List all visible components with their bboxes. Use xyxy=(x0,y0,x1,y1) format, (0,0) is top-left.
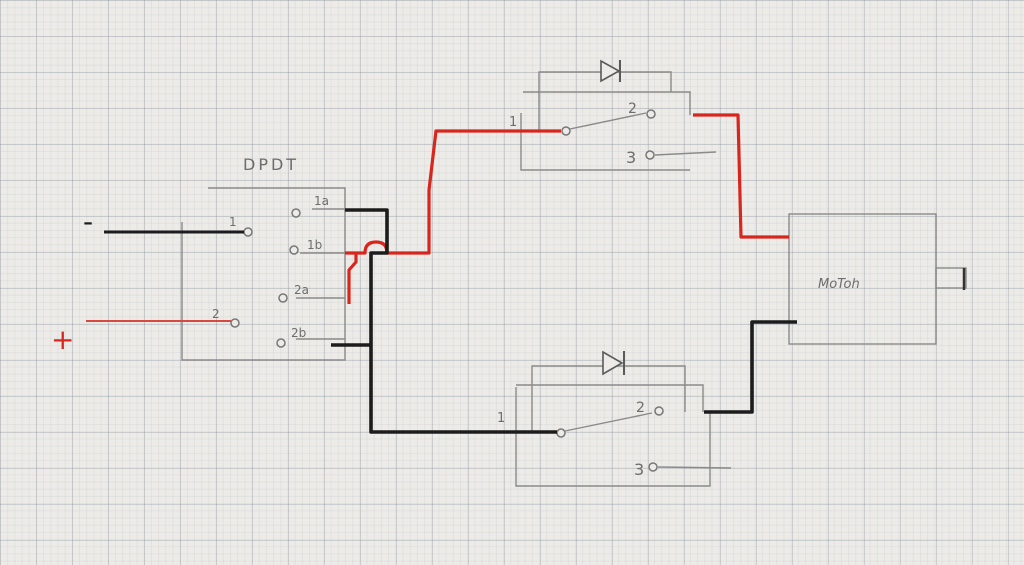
bottom-switch-pin-2-label: 2 xyxy=(636,400,645,416)
top-diode-icon xyxy=(600,59,621,83)
dpdt-1a-label: 1a xyxy=(314,194,329,208)
dpdt-input-1-terminal xyxy=(243,227,253,237)
bottom-switch-box xyxy=(515,387,711,487)
motor-shaft xyxy=(935,267,967,289)
top-switch-common-terminal xyxy=(561,126,571,136)
supply-leads: - + xyxy=(51,205,244,356)
top-switch-terminal-3-lead xyxy=(654,151,717,156)
dpdt-switch: DPDT 1 2 1a 1b 2a 2b xyxy=(181,155,346,361)
dpdt-2b-terminal xyxy=(276,338,286,348)
positive-symbol: + xyxy=(51,323,74,356)
motor: MoToh xyxy=(788,213,967,345)
motor-box xyxy=(788,213,937,345)
bottom-switch-terminal-2 xyxy=(654,406,664,416)
bottom-diode-bypass-upper xyxy=(531,365,686,433)
negative-symbol: - xyxy=(83,205,93,238)
black-wire-dpdt-to-bottom-switch xyxy=(345,208,557,434)
bottom-diode-icon xyxy=(602,350,624,376)
top-diode-bypass-lower xyxy=(523,91,691,115)
bottom-diode-bypass-lower xyxy=(516,384,704,412)
dpdt-input-2-label: 2 xyxy=(212,307,220,321)
black-wires xyxy=(331,208,797,434)
bottom-switch-common-terminal xyxy=(556,428,566,438)
dpdt-1b-terminal xyxy=(289,245,299,255)
bottom-switch-terminal-3 xyxy=(648,462,658,472)
bottom-switch-pin-1-label: 1 xyxy=(497,411,505,426)
black-wire-bottom-switch-to-motor xyxy=(704,320,797,414)
dpdt-input-2-terminal xyxy=(230,318,240,328)
top-switch-pin-1-label: 1 xyxy=(509,115,517,130)
top-switch-pin-3-label: 3 xyxy=(626,148,636,167)
dpdt-2b-label: 2b xyxy=(291,326,306,340)
dpdt-title: DPDT xyxy=(243,155,299,174)
dpdt-1a-terminal xyxy=(291,208,301,218)
dpdt-2a-terminal xyxy=(278,293,288,303)
bottom-switch: 1 2 3 xyxy=(497,350,732,487)
red-wire-2a-to-1b xyxy=(345,251,358,304)
bottom-switch-terminal-3-lead xyxy=(657,466,732,469)
top-switch-terminal-2 xyxy=(646,109,656,119)
dpdt-1b-label: 1b xyxy=(307,238,322,252)
top-switch: 1 2 3 xyxy=(509,59,717,171)
top-switch-lever xyxy=(569,112,647,130)
top-switch-terminal-3 xyxy=(645,150,655,160)
bottom-switch-pin-3-label: 3 xyxy=(634,460,644,479)
dpdt-input-1-label: 1 xyxy=(229,215,237,229)
dpdt-box xyxy=(181,187,346,361)
bottom-switch-lever xyxy=(564,412,653,432)
red-wire-top-switch-to-motor xyxy=(693,113,789,239)
dpdt-2a-label: 2a xyxy=(294,283,309,297)
motor-label: MoToh xyxy=(818,277,860,292)
top-switch-pin-2-label: 2 xyxy=(628,101,637,117)
red-wires xyxy=(345,113,789,304)
